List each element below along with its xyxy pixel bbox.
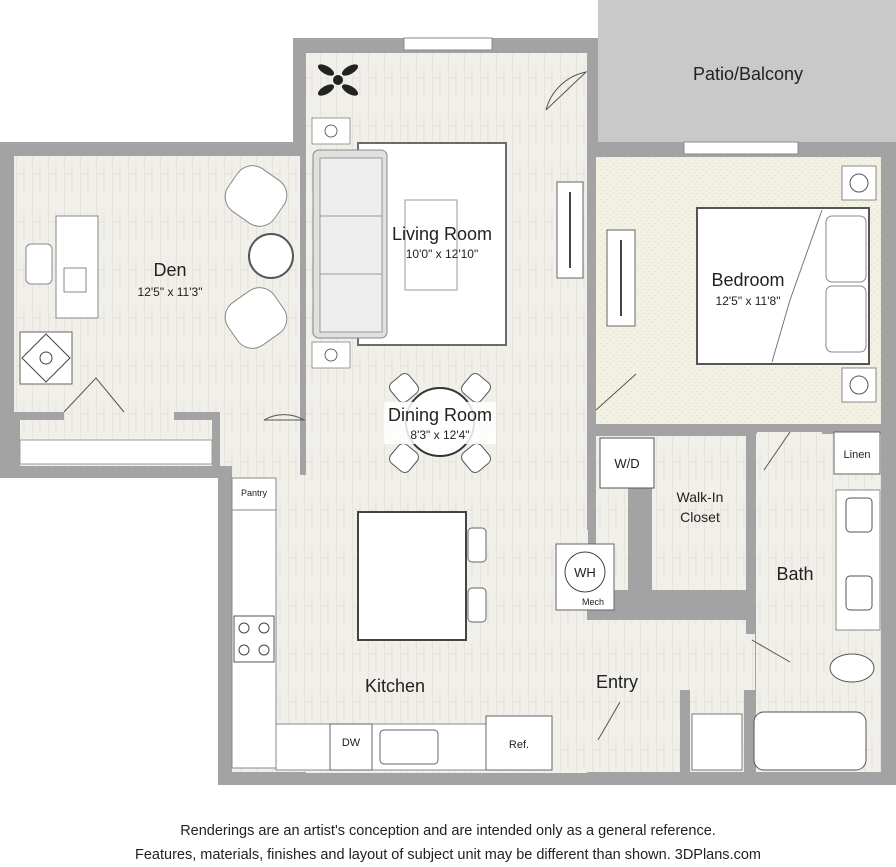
plant-icon xyxy=(317,64,359,96)
wh-label: WH xyxy=(574,565,596,580)
sofa-cushion xyxy=(319,215,383,275)
lamp-icon xyxy=(324,348,338,362)
sofa-cushion xyxy=(319,273,383,333)
sofa-cushion xyxy=(319,157,383,217)
refrigerator xyxy=(485,715,553,771)
disclaimer-line-2: Features, materials, finishes and layout… xyxy=(135,847,761,863)
pillow xyxy=(825,215,867,283)
dw-label: DW xyxy=(342,737,361,749)
floor-lamp-icon xyxy=(19,331,73,385)
wd-label: W/D xyxy=(614,456,639,471)
bedroom-dims: 12'5" x 11'8" xyxy=(716,294,781,308)
kitchen-label: Kitchen xyxy=(365,676,425,696)
bath-label: Bath xyxy=(776,564,813,584)
entry-label: Entry xyxy=(596,672,638,692)
kitchen-island xyxy=(357,511,467,641)
sink-icon xyxy=(379,729,439,765)
bar-stool xyxy=(467,587,487,623)
den-label: Den xyxy=(153,260,186,280)
sink-icon xyxy=(845,497,873,533)
closet-label-line2: Closet xyxy=(680,509,720,525)
toilet-icon xyxy=(829,653,875,683)
windows xyxy=(403,37,799,155)
side-table xyxy=(311,117,351,145)
washer-dryer xyxy=(599,437,655,489)
bathtub xyxy=(753,711,867,771)
pantry-label: Pantry xyxy=(241,488,268,498)
sink-icon xyxy=(845,575,873,611)
bedroom-label: Bedroom xyxy=(711,270,784,290)
mech-label: Mech xyxy=(582,597,604,607)
living-room-dims: 10'0" x 12'10" xyxy=(406,247,479,261)
living-room-label: Living Room xyxy=(392,224,492,244)
nightstand xyxy=(841,165,877,201)
dining-room-dims: 8'3" x 12'4" xyxy=(410,428,469,442)
dining-chairs xyxy=(389,373,491,473)
den-closet xyxy=(19,439,213,465)
nightstand xyxy=(841,367,877,403)
bed-sheet-fold xyxy=(771,209,823,363)
armchair xyxy=(224,165,288,227)
lamp-icon xyxy=(849,375,869,395)
coffee-table xyxy=(404,199,458,291)
lamp-icon xyxy=(324,124,338,138)
desk-chair xyxy=(25,243,53,285)
round-table xyxy=(248,233,294,279)
pantry xyxy=(231,477,277,511)
water-heater xyxy=(564,551,606,593)
bar-stool xyxy=(467,527,487,563)
dishwasher xyxy=(329,723,373,771)
pillow xyxy=(825,285,867,353)
closet-label-line1: Walk-In xyxy=(677,489,724,505)
cooktop-icon xyxy=(233,615,275,663)
entry-closet xyxy=(691,713,743,771)
interior-walls xyxy=(14,138,881,772)
disclaimer-line-1: Renderings are an artist's conception an… xyxy=(180,823,716,839)
linen-closet xyxy=(833,431,881,475)
side-table xyxy=(311,341,351,369)
door-swings xyxy=(63,71,791,741)
ref-label: Ref. xyxy=(509,739,529,751)
lamp-icon xyxy=(849,173,869,193)
patio-label: Patio/Balcony xyxy=(693,64,803,84)
laptop-icon xyxy=(63,267,87,293)
dining-label-bg xyxy=(384,402,496,444)
desk xyxy=(55,215,99,319)
armchair xyxy=(224,287,288,349)
linen-label: Linen xyxy=(844,449,871,461)
patio-area xyxy=(598,0,896,142)
den-dims: 12'5" x 11'3" xyxy=(138,285,203,299)
floor-plan: Patio/Balcony xyxy=(0,0,896,785)
dining-room-label: Dining Room xyxy=(388,405,492,425)
